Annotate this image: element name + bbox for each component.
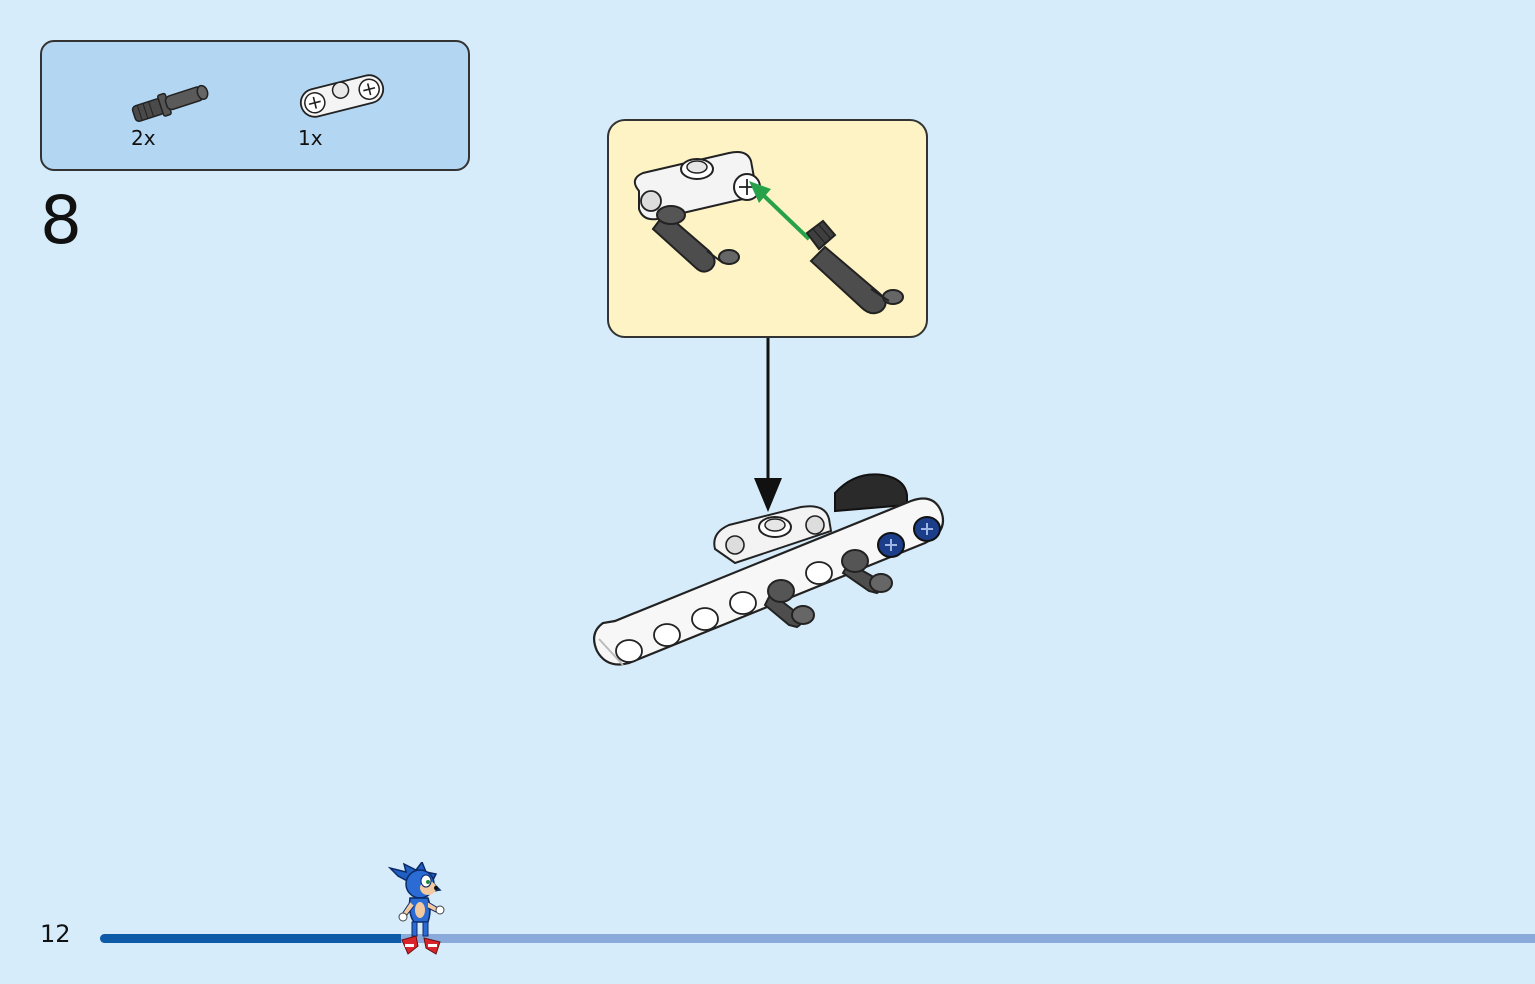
progress-track (100, 934, 1535, 943)
progress-fill (100, 934, 402, 943)
step-number: 8 (40, 182, 82, 259)
sonic-mascot-icon (388, 862, 445, 955)
insert-arrow-icon (749, 181, 811, 241)
new-pin-icon (805, 219, 904, 315)
pin-part-icon (131, 84, 209, 122)
double-connector-icon (633, 151, 761, 221)
double-connector-quantity: 1x (298, 126, 323, 150)
main-model-illustration (592, 473, 945, 666)
page-number: 12 (40, 920, 71, 948)
parts-list-box: 2x 1x (40, 40, 470, 171)
sub-assembly-illustration (633, 151, 904, 315)
sub-assembly-callout (607, 119, 928, 338)
double-connector-part-icon (299, 74, 385, 118)
pin-quantity: 2x (131, 126, 156, 150)
inserted-pin-icon (651, 205, 740, 273)
